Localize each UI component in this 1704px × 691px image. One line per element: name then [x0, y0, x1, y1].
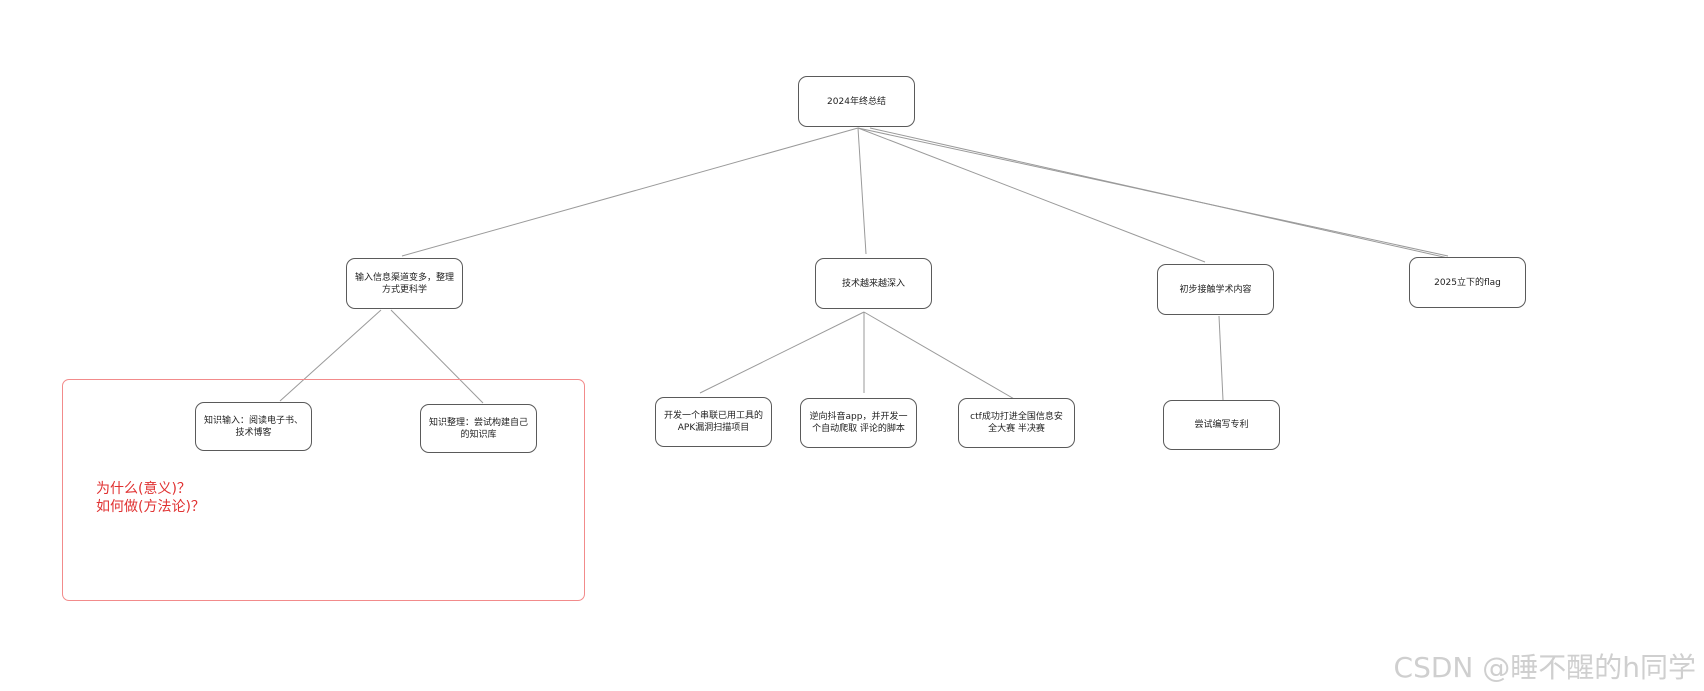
leaf-node-ctf-semifinal[interactable]: ctf成功打进全国信息安全大赛 半决赛 — [958, 398, 1075, 448]
edge-branch-1-leaf-1 — [279, 309, 382, 402]
branch-node-academic[interactable]: 初步接触学术内容 — [1157, 264, 1274, 315]
leaf-node-knowledge-input[interactable]: 知识输入：阅读电子书、技术博客 — [195, 402, 312, 451]
edge-root-branch-2 — [857, 127, 867, 255]
edge-branch-2-leaf-5 — [863, 311, 1017, 401]
branch-node-flag-2025[interactable]: 2025立下的flag — [1409, 257, 1526, 308]
leaf-node-patent[interactable]: 尝试编写专利 — [1163, 400, 1280, 450]
branch-node-input-info[interactable]: 输入信息渠道变多，整理方式更科学 — [346, 258, 463, 309]
red-note: 为什么(意义)？ 如何做(方法论)？ — [96, 480, 205, 516]
watermark: CSDN @睡不醒的h同学 — [1393, 651, 1696, 684]
note-line-how: 如何做(方法论)？ — [96, 499, 205, 515]
edge-branch-3-leaf-6 — [1218, 315, 1224, 401]
root-node[interactable]: 2024年终总结 — [798, 76, 915, 127]
highlight-region — [62, 379, 585, 601]
edge-root-branch-4b — [869, 127, 1449, 259]
edge-branch-1-leaf-2 — [390, 309, 484, 404]
leaf-node-knowledge-organize[interactable]: 知识整理：尝试构建自己的知识库 — [420, 404, 537, 453]
leaf-node-apk-scanner[interactable]: 开发一个串联已用工具的APK漏洞扫描项目 — [655, 397, 772, 447]
note-line-why: 为什么(意义)？ — [96, 481, 191, 497]
edge-branch-2-leaf-3 — [699, 311, 865, 394]
leaf-node-douyin-reverse[interactable]: 逆向抖音app，并开发一个自动爬取 评论的脚本 — [800, 398, 917, 448]
edge-root-branch-1 — [401, 127, 859, 257]
branch-node-tech-depth[interactable]: 技术越来越深入 — [815, 258, 932, 309]
edge-root-branch-3 — [857, 127, 1206, 263]
